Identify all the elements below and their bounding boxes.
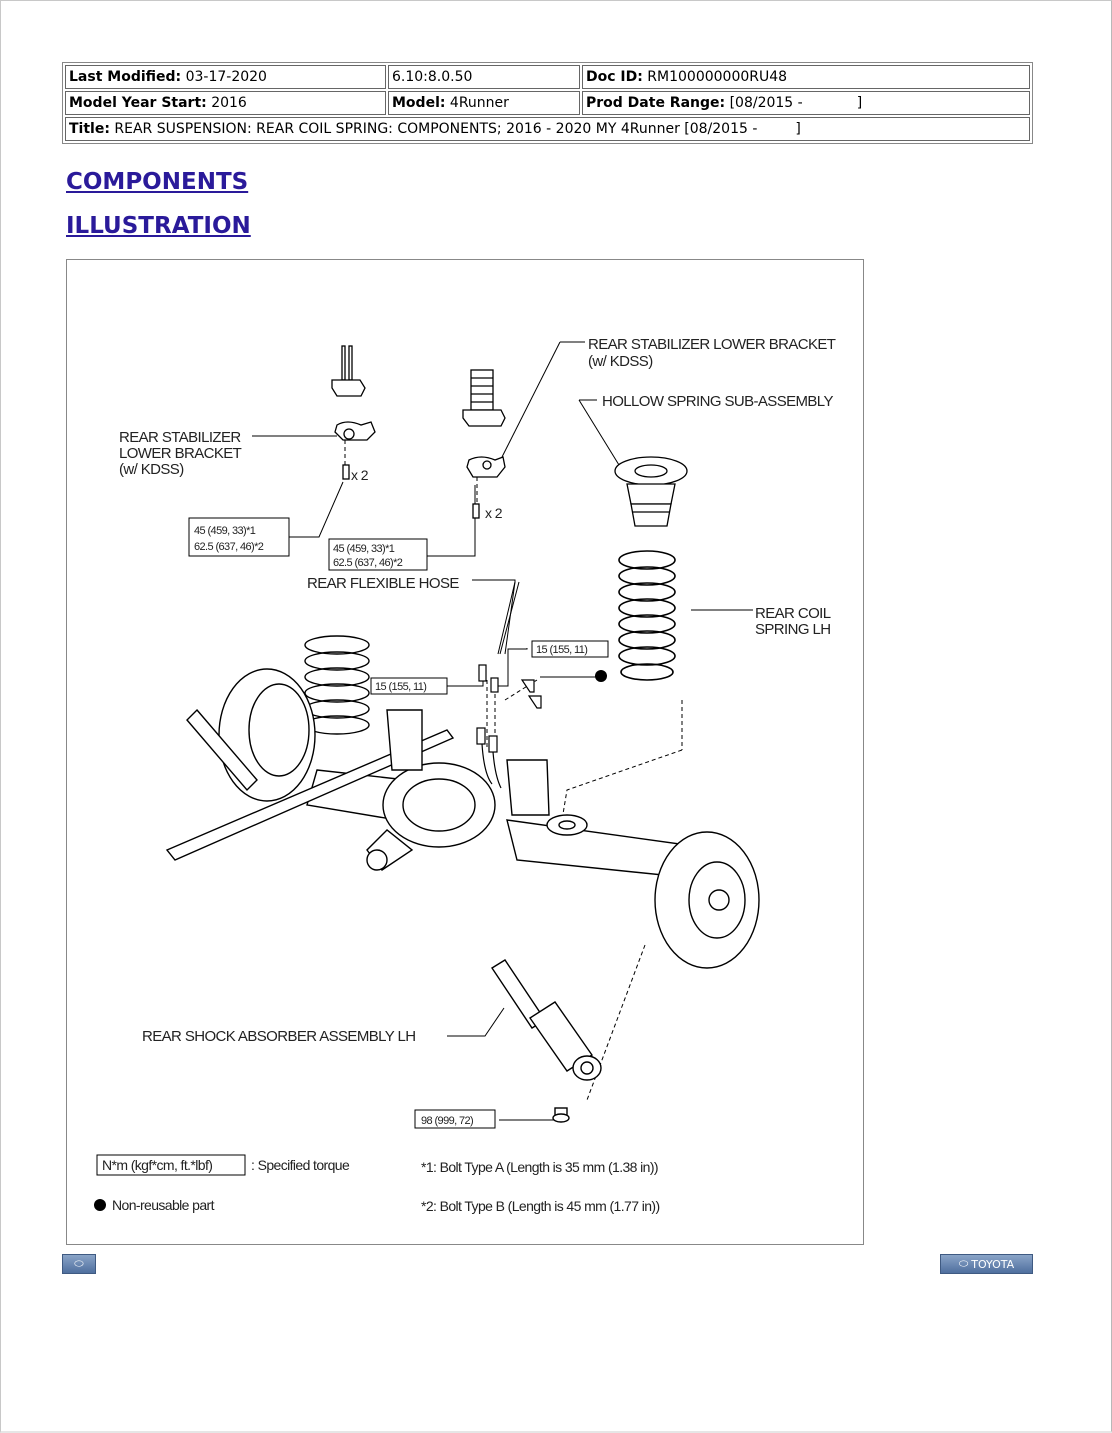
last-modified-label: Last Modified: xyxy=(69,69,182,85)
torque-box-mid xyxy=(328,538,428,571)
legend-nonreusable-icon xyxy=(94,1199,106,1211)
non-reusable-marker-icon xyxy=(595,670,607,682)
hollow-spring-icon xyxy=(614,456,688,527)
prod-date-end: ] xyxy=(856,95,863,111)
shock-absorber-label: REAR SHOCK ABSORBER ASSEMBLY LH xyxy=(142,1028,415,1045)
title-label: Title: xyxy=(69,121,110,137)
torque-mid-line-2: 62.5 (637, 46)*2 xyxy=(333,557,403,569)
doc-id-value: RM100000000RU48 xyxy=(647,69,788,85)
torque-left-line-2: 62.5 (637, 46)*2 xyxy=(194,541,264,553)
torque-98-label: 98 (999, 72) xyxy=(421,1115,473,1127)
model-value: 4Runner xyxy=(449,95,509,111)
rear-axle-icon xyxy=(165,635,760,969)
brake-hose-icon xyxy=(476,664,542,789)
flexible-hose-label: REAR FLEXIBLE HOSE xyxy=(307,575,459,592)
doc-id-label: Doc ID: xyxy=(586,69,643,85)
stab-bracket-left-label-3: (w/ KDSS) xyxy=(119,461,184,478)
note-2: *2: Bolt Type B (Length is 45 mm (1.77 i… xyxy=(421,1198,660,1214)
suspension-diagram: REAR STABILIZER LOWER BRACKET (w/ KDSS) … xyxy=(94,336,836,1214)
prod-date-value: [08/2015 - xyxy=(729,95,803,111)
version-cell: 6.10:8.0.50 xyxy=(388,65,580,89)
leader-lines xyxy=(252,341,753,1121)
shock-absorber-icon xyxy=(491,959,602,1123)
torque-15-a-label: 15 (155, 11) xyxy=(536,644,587,656)
illustration-link[interactable]: ILLUSTRATION xyxy=(66,213,251,239)
legend-torque-box-label: N*m (kgf*cm, ft.*lbf) xyxy=(102,1157,212,1173)
version-value: 6.10:8.0.50 xyxy=(392,69,473,85)
title-cell: Title: REAR SUSPENSION: REAR COIL SPRING… xyxy=(65,117,1030,141)
x2-left-label: x 2 xyxy=(351,467,369,483)
nav-home-button[interactable]: ⬭ xyxy=(62,1254,96,1274)
note-1: *1: Bolt Type A (Length is 35 mm (1.38 i… xyxy=(421,1159,658,1175)
document-header-table: Last Modified: 03-17-2020 6.10:8.0.50 Do… xyxy=(62,62,1033,144)
prod-date-cell: Prod Date Range: [08/2015 -] xyxy=(582,91,1030,115)
stabilizer-link-left-icon xyxy=(331,345,376,480)
stab-bracket-left-label-2: LOWER BRACKET xyxy=(119,445,242,462)
stabilizer-link-right-icon xyxy=(462,369,506,519)
illustration-box: REAR STABILIZER LOWER BRACKET (w/ KDSS) … xyxy=(66,259,864,1245)
title-value: REAR SUSPENSION: REAR COIL SPRING: COMPO… xyxy=(114,121,758,137)
model-year-value: 2016 xyxy=(211,95,247,111)
coil-spring-label-2: SPRING LH xyxy=(755,621,830,638)
stab-bracket-right-label-2: (w/ KDSS) xyxy=(588,353,653,370)
hollow-spring-label: HOLLOW SPRING SUB-ASSEMBLY xyxy=(602,393,833,410)
model-year-cell: Model Year Start: 2016 xyxy=(65,91,386,115)
last-modified-value: 03-17-2020 xyxy=(185,69,267,85)
model-year-label: Model Year Start: xyxy=(69,95,207,111)
torque-box-15-b xyxy=(370,677,448,695)
diagram-labels: REAR STABILIZER LOWER BRACKET (w/ KDSS) … xyxy=(102,336,836,1214)
toyota-emblem-icon: ⬭ xyxy=(958,1257,969,1270)
legend-torque-text: : Specified torque xyxy=(251,1157,350,1173)
components-link[interactable]: COMPONENTS xyxy=(66,169,249,195)
torque-boxes xyxy=(96,517,609,1176)
model-cell: Model: 4Runner xyxy=(388,91,580,115)
title-end: ] xyxy=(795,121,801,137)
legend-torque-box xyxy=(96,1154,246,1176)
torque-left-line-1: 45 (459, 33)*1 xyxy=(194,525,256,537)
torque-box-left xyxy=(188,517,290,557)
torque-box-98 xyxy=(414,1109,496,1129)
doc-id-cell: Doc ID: RM100000000RU48 xyxy=(582,65,1030,89)
prod-date-label: Prod Date Range: xyxy=(586,95,726,111)
torque-box-15-a xyxy=(531,640,609,658)
legend-nonreusable-text: Non-reusable part xyxy=(112,1197,215,1213)
stab-bracket-left-label-1: REAR STABILIZER xyxy=(119,429,241,446)
torque-15-b-label: 15 (155, 11) xyxy=(375,681,426,693)
model-label: Model: xyxy=(392,95,446,111)
toyota-emblem-icon: ⬭ xyxy=(74,1257,84,1270)
last-modified-cell: Last Modified: 03-17-2020 xyxy=(65,65,386,89)
toyota-button-label: TOYOTA xyxy=(971,1257,1015,1271)
stab-bracket-right-label-1: REAR STABILIZER LOWER BRACKET xyxy=(588,336,836,353)
nav-toyota-button[interactable]: ⬭ TOYOTA xyxy=(940,1254,1033,1274)
coil-spring-icon xyxy=(618,550,676,681)
torque-mid-line-1: 45 (459, 33)*1 xyxy=(333,543,395,555)
x2-right-label: x 2 xyxy=(485,505,503,521)
coil-spring-label-1: REAR COIL xyxy=(755,605,831,622)
